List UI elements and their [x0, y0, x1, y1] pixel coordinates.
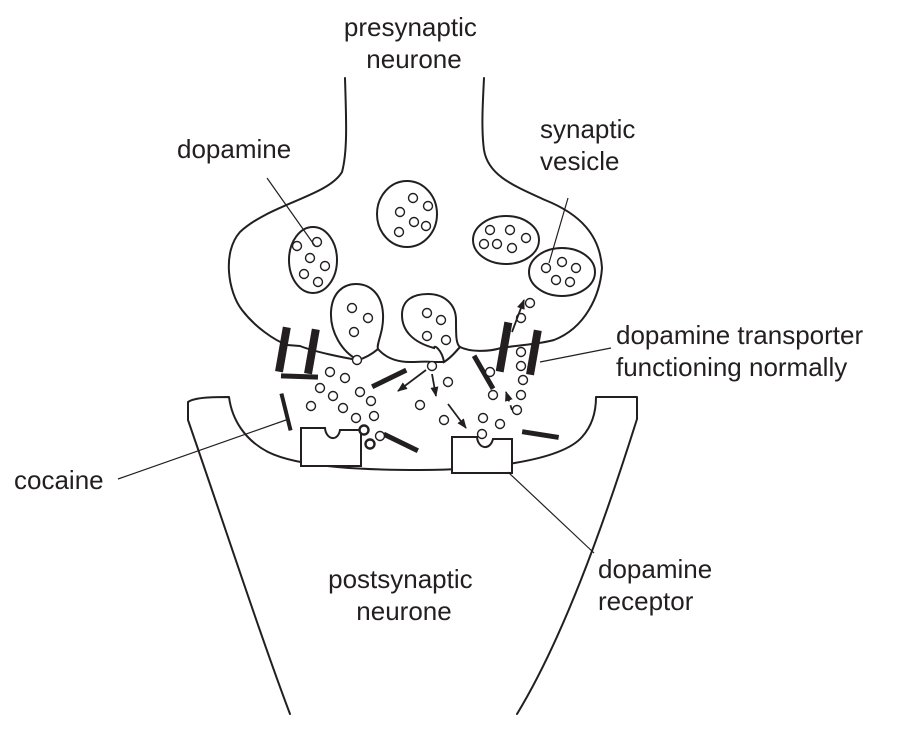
dopamine-label: dopamine — [177, 134, 291, 164]
dopamine-transporter-left — [275, 326, 320, 375]
dopamine-pathway-arrows — [397, 299, 525, 429]
vesicle-4 — [528, 247, 596, 297]
dopamine-leader — [266, 177, 316, 247]
vesicle-dopamine-group — [291, 192, 582, 346]
exocytosis-vesicle-right — [400, 292, 462, 364]
receptor-leader — [507, 471, 595, 554]
cocaine-label: cocaine — [14, 465, 104, 495]
presynaptic-membrane — [227, 77, 603, 363]
transporter-leader — [539, 347, 612, 363]
exocytosis-vesicle-left — [329, 282, 385, 362]
presynaptic-neurone-label: presynaptic neurone — [344, 12, 484, 74]
cleft-dopamine-group — [305, 297, 536, 450]
postsynaptic-membrane — [187, 396, 638, 715]
dopamine-transporter-right — [495, 321, 542, 376]
dopamine-receptor-label: dopamine receptor — [598, 554, 719, 616]
dopamine-receptor-left — [300, 427, 362, 467]
dopamine-receptor-right — [451, 436, 513, 474]
synaptic-vesicle-label: synaptic vesicle — [540, 114, 643, 176]
vesicle-leader — [548, 197, 569, 264]
dopamine-transporter-label: dopamine transporter functioning normall… — [616, 320, 870, 382]
vesicle-2 — [376, 180, 438, 248]
cocaine-molecules — [279, 354, 560, 454]
cocaine-leader — [117, 419, 287, 480]
postsynaptic-neurone-label: postsynaptic neurone — [328, 564, 480, 626]
